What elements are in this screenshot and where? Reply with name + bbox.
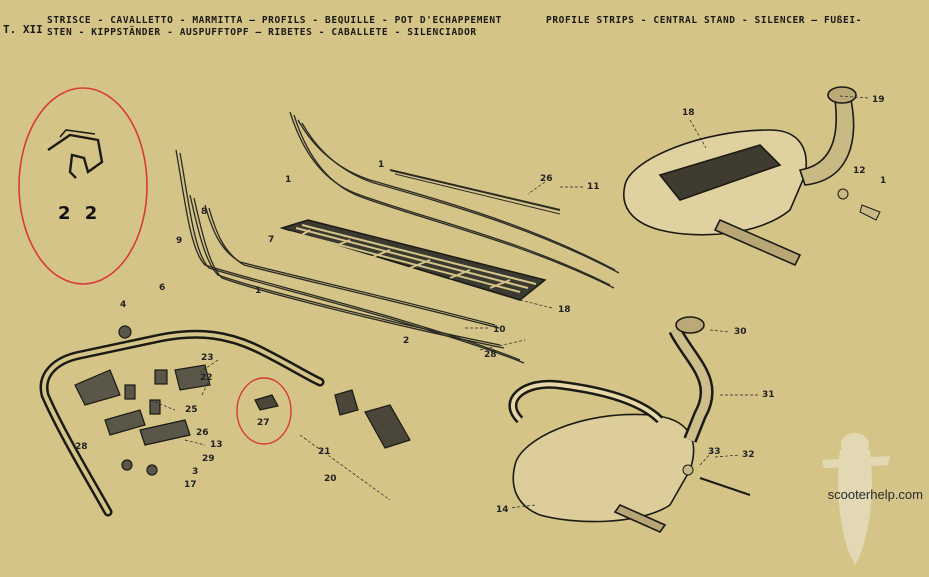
callout: 18 [558, 305, 571, 315]
leader-lines [149, 95, 869, 509]
callout: 7 [268, 235, 275, 245]
callout: 31 [762, 390, 775, 400]
muffler-lower [508, 316, 751, 533]
callout: 1 [880, 176, 887, 186]
stand-brackets [74, 325, 211, 476]
callout: 33 [708, 447, 721, 457]
callout: 13 [210, 440, 223, 450]
callout: 12 [853, 166, 866, 176]
header-line1-right: PROFILE STRIPS - CENTRAL STAND - SILENCE… [546, 15, 862, 26]
callout: 10 [493, 325, 506, 335]
watermark-text: scooterhelp.com [827, 487, 923, 502]
callout: 17 [184, 480, 197, 490]
callout: 11 [587, 182, 600, 192]
part-22-clip [47, 129, 104, 179]
callout: 1 [378, 160, 385, 170]
highlight-circle-small [236, 377, 292, 445]
callout: 28 [484, 350, 497, 360]
callout: 8 [201, 207, 208, 217]
callout: 26 [540, 174, 553, 184]
callout: 9 [176, 236, 183, 246]
callout: 14 [496, 505, 509, 515]
callout: 27 [257, 418, 270, 428]
callout: 23 [201, 353, 214, 363]
footboard-grid [279, 219, 547, 301]
callout: 3 [192, 467, 199, 477]
watermark-scooter-figure [822, 433, 890, 565]
callout: 1 [255, 286, 262, 296]
muffler-upper [623, 86, 857, 267]
callout: 25 [185, 405, 198, 415]
profile-strips [175, 111, 620, 364]
callout: 28 [75, 442, 88, 452]
callout: 4 [120, 300, 127, 310]
callout: 1 [285, 175, 292, 185]
callout: 18 [682, 108, 695, 118]
callout: 26 [196, 428, 209, 438]
callout: 32 [742, 450, 755, 460]
rubber-feet [254, 389, 411, 449]
callout: 21 [318, 447, 331, 457]
callout: 2 [403, 336, 410, 346]
header-line2: STEN - KIPPSTÄNDER - AUSPUFFTOPF — RIBET… [47, 27, 477, 38]
callout: 29 [202, 454, 215, 464]
callout: 30 [734, 327, 747, 337]
highlight-part-number: 2 2 [58, 203, 102, 224]
highlight-circle-large [18, 87, 148, 285]
muffler-hardware [682, 188, 881, 476]
callout: 6 [159, 283, 166, 293]
callout: 20 [324, 474, 337, 484]
header-line1-left: STRISCE - CAVALLETTO - MARMITTA — PROFIL… [47, 15, 503, 26]
plate-label: T. XII [3, 23, 43, 36]
callout: 19 [872, 95, 885, 105]
callout: 22 [200, 373, 213, 383]
